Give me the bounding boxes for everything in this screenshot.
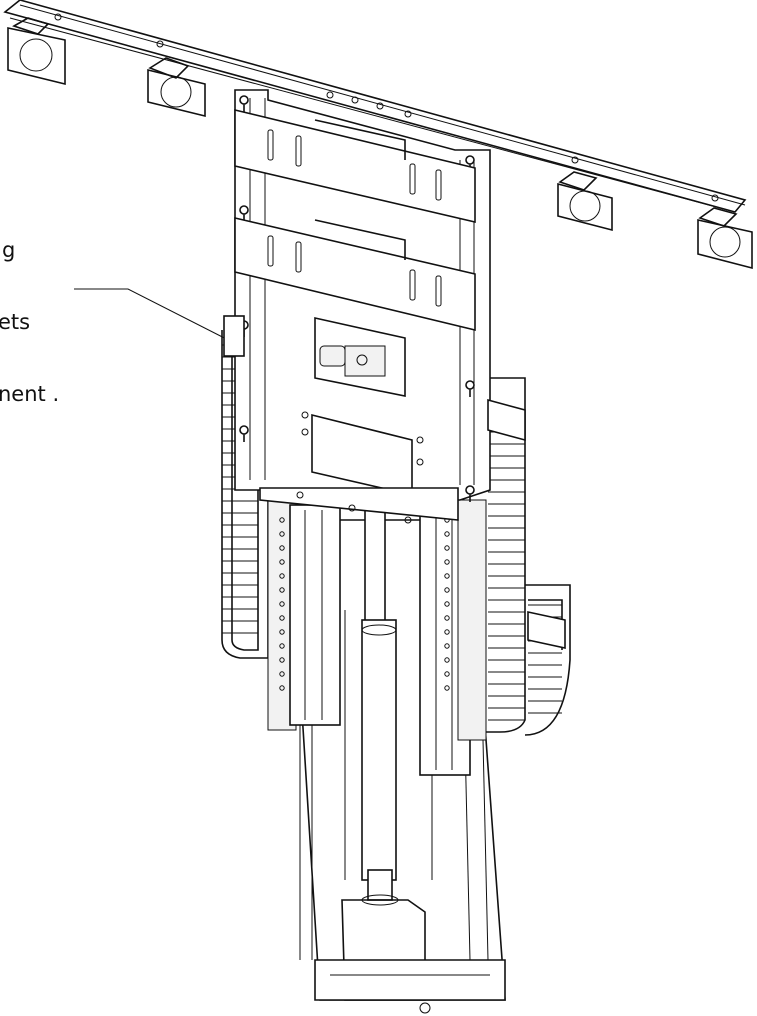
slide-rail-right xyxy=(419,499,487,776)
rail-hole xyxy=(279,657,285,663)
cable-chain-left xyxy=(221,330,269,659)
rail-hole xyxy=(444,671,450,677)
rail-hole xyxy=(279,685,285,691)
rail-hole xyxy=(279,559,285,565)
rail-hole xyxy=(279,517,285,523)
slide-rail-left xyxy=(267,499,341,731)
lower-strap xyxy=(234,216,476,332)
upper-window xyxy=(314,119,406,397)
rail-hole xyxy=(444,657,450,663)
chain-bracket-right-top xyxy=(487,398,526,442)
rail-hole xyxy=(444,545,450,551)
rail-hole xyxy=(444,643,450,649)
rail-hole xyxy=(279,601,285,607)
carriage-ledge xyxy=(259,487,459,524)
rail-hole xyxy=(279,671,285,677)
beam-bracket-1 xyxy=(7,17,66,86)
rail-hole xyxy=(279,545,285,551)
chain-bracket-right-bottom xyxy=(527,611,566,649)
rail-hole xyxy=(279,531,285,537)
callout-text: g ets nent . xyxy=(0,190,59,430)
beam-bracket-2 xyxy=(147,57,206,118)
rail-hole xyxy=(444,559,450,565)
rail-hole xyxy=(279,615,285,621)
rail-hole xyxy=(279,643,285,649)
rail-holes xyxy=(279,517,450,691)
rail-hole xyxy=(444,531,450,537)
rail-hole xyxy=(279,573,285,579)
callout-line-2: ets xyxy=(0,310,31,334)
callout-line-3: nent . xyxy=(0,382,60,406)
rail-hole xyxy=(444,601,450,607)
base-plate xyxy=(314,959,506,1014)
beam-bracket-3 xyxy=(557,171,613,232)
rail-hole xyxy=(444,587,450,593)
rail-hole xyxy=(444,573,450,579)
chain-bracket-left xyxy=(223,315,245,357)
rail-hole xyxy=(444,629,450,635)
rail-hole xyxy=(444,685,450,691)
rail-hole xyxy=(444,615,450,621)
top-beam xyxy=(3,0,747,213)
rail-hole xyxy=(279,587,285,593)
beam-bracket-4 xyxy=(697,207,753,270)
rail-hole xyxy=(279,629,285,635)
upper-strap xyxy=(234,108,476,224)
callout-line-1: g xyxy=(2,238,16,262)
